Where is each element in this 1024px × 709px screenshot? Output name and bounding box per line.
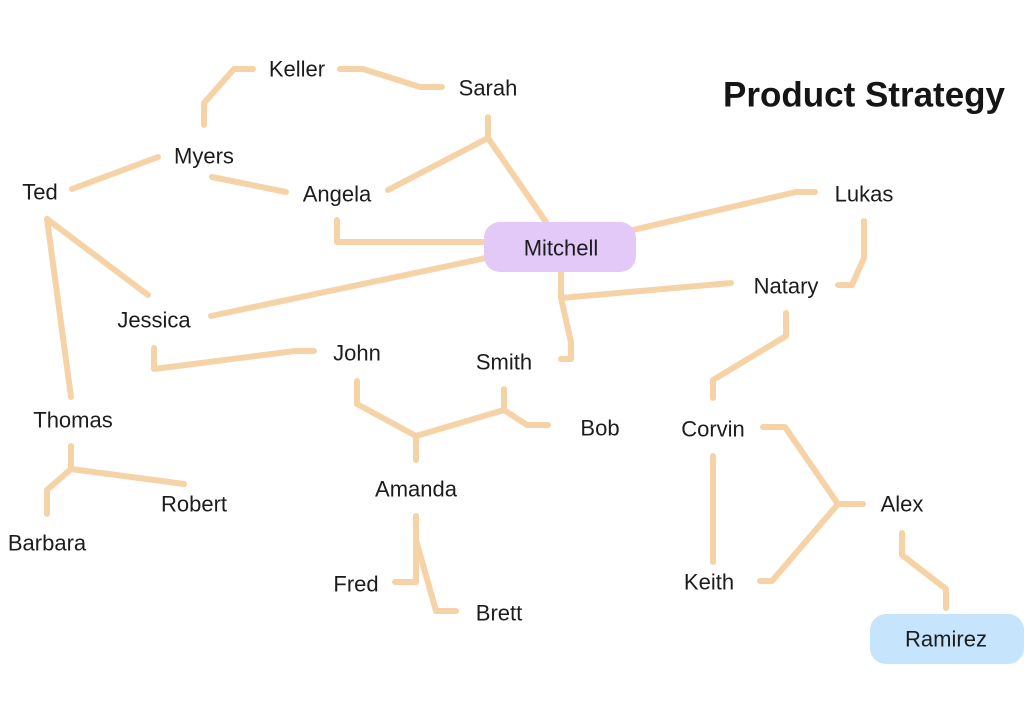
edge-jessica-john [151,345,317,372]
edge-amanda-brett [413,537,459,614]
mitchell-highlight [484,222,636,272]
node-brett[interactable]: Brett [476,601,522,626]
node-sarah[interactable]: Sarah [459,76,518,101]
edge-ted-jessica [44,216,151,298]
node-labels: Keller Sarah Myers Ted Angela Lukas Mitc… [8,57,987,652]
edge-myers-ted [69,154,161,192]
node-thomas[interactable]: Thomas [33,408,112,433]
edge-corvin-alex [760,424,866,507]
node-bob[interactable]: Bob [580,416,619,441]
edge-mitchell-jessica [208,251,508,319]
edge-thomas-barbara-robert [44,443,74,517]
node-angela[interactable]: Angela [303,182,372,207]
edge-mitchell-natary [558,269,734,301]
edge-john-amanda [354,378,419,463]
node-corvin[interactable]: Corvin [681,417,745,442]
node-keith[interactable]: Keith [684,570,734,595]
edge-lukas-mitchell [617,189,818,236]
node-mitchell[interactable]: Mitchell [524,236,599,261]
node-amanda[interactable]: Amanda [375,477,458,502]
edge-amanda-bob [413,407,551,439]
edge-ted-thomas [44,216,74,400]
node-fred[interactable]: Fred [333,572,378,597]
node-ramirez[interactable]: Ramirez [905,627,987,652]
edge-amanda-fred [392,513,419,585]
node-ted[interactable]: Ted [22,180,57,205]
edge-keller-sarah [337,66,445,90]
edge-sarah-angela [385,114,491,193]
edge-lukas-natary [835,218,867,288]
edge-angela-mitchell [334,217,487,245]
node-smith[interactable]: Smith [476,350,532,375]
diagram-title: Product Strategy [723,76,1006,115]
node-keller[interactable]: Keller [269,57,325,82]
node-alex[interactable]: Alex [881,492,924,517]
node-lukas[interactable]: Lukas [835,182,894,207]
node-jessica[interactable]: Jessica [117,308,191,333]
node-natary[interactable]: Natary [754,274,819,299]
edge-mitchell-smith [558,295,574,362]
connector-lines [44,66,949,614]
node-barbara[interactable]: Barbara [8,531,87,556]
edge-sarah-mitchell [485,135,549,225]
edge-natary-corvin [710,310,789,401]
node-john[interactable]: John [333,341,381,366]
edge-alex-keith [757,501,841,584]
edge-keller-myers [201,66,256,128]
edge-myers-angela [209,174,289,195]
edge-alex-ramirez [899,530,949,611]
ramirez-highlight [870,614,1024,664]
node-myers[interactable]: Myers [174,144,234,169]
edge-thomas-robert [68,466,187,487]
node-robert[interactable]: Robert [161,492,227,517]
